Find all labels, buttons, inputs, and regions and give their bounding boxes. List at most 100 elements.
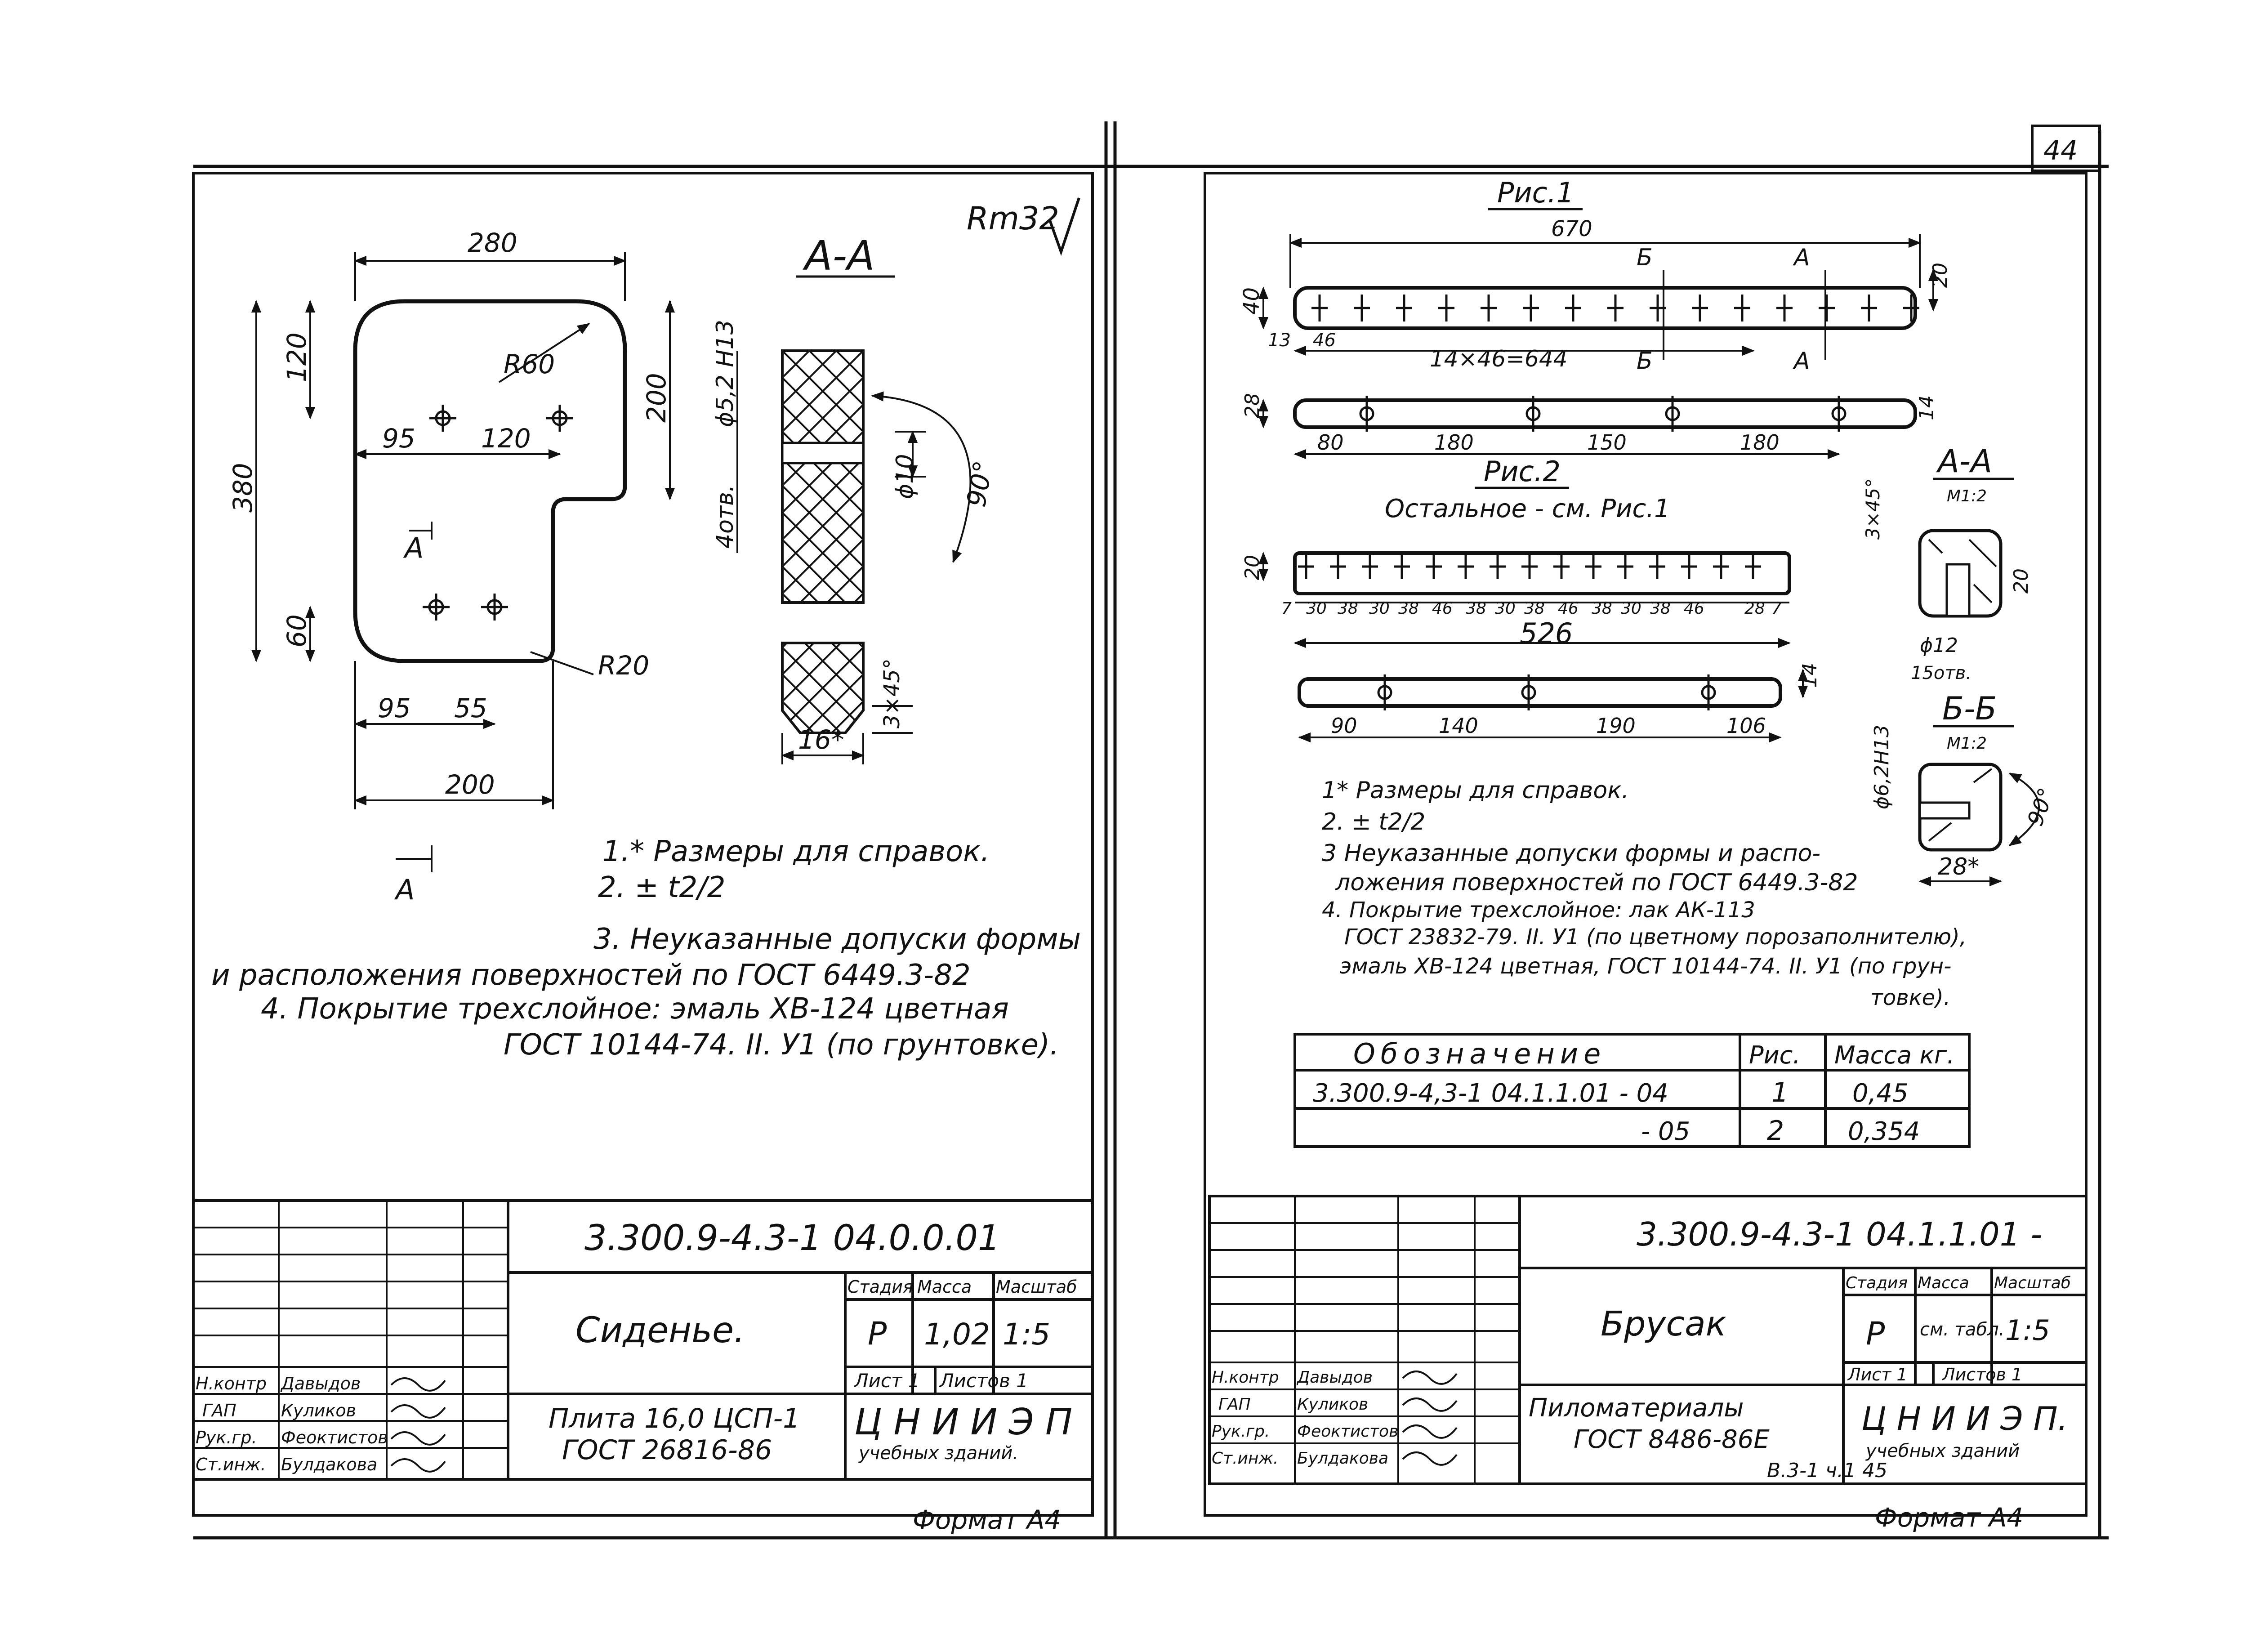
svg-text:Ст.инж.: Ст.инж. (196, 1455, 266, 1474)
outer-frame (193, 121, 2109, 1540)
svg-text:28: 28 (1744, 599, 1765, 618)
svg-text:ϕ5,2 H13: ϕ5,2 H13 (712, 320, 739, 427)
right-staff: Н.контр Давыдов ГАП Куликов Рук.гр. Феок… (1212, 1368, 1398, 1468)
svg-text:R20: R20 (598, 650, 649, 681)
svg-text:38: 38 (1466, 599, 1486, 618)
svg-text:Б: Б (1637, 348, 1653, 375)
svg-text:Плита 16,0 ЦСП-1: Плита 16,0 ЦСП-1 (549, 1403, 800, 1434)
svg-text:1: 1 (1771, 1077, 1789, 1108)
fig1-dimension-lines (1258, 234, 1939, 460)
fig1-hole-marks (1311, 295, 1919, 321)
svg-text:Рис.1: Рис.1 (1497, 176, 1574, 209)
svg-text:Лист 1: Лист 1 (1847, 1365, 1908, 1384)
svg-text:14: 14 (1915, 395, 1938, 420)
svg-text:Масса: Масса (917, 1277, 972, 1297)
figure-1: Рис.1 670 40 20 (1239, 176, 1952, 460)
svg-text:Стадия: Стадия (1846, 1274, 1908, 1292)
svg-text:20: 20 (1929, 263, 1952, 288)
svg-text:200: 200 (641, 373, 672, 423)
svg-text:см. табл.: см. табл. (1920, 1319, 2004, 1340)
svg-text:4отв.: 4отв. (712, 485, 739, 549)
left-notes: 1.* Размеры для справок. 2. ± t2/2 3. Не… (211, 835, 1081, 1062)
designation-table: Обозначение Рис. Масса кг. 3.300.9-4,3-1… (1293, 1033, 1971, 1148)
svg-text:2: 2 (1767, 1115, 1784, 1147)
svg-text:2. ± t2/2: 2. ± t2/2 (598, 871, 725, 904)
right-notes: 1* Размеры для справок. 2. ± t2/2 3 Неук… (1322, 777, 1967, 1010)
svg-text:120: 120 (281, 332, 312, 382)
svg-text:товке).: товке). (1870, 985, 1950, 1010)
section-body-upper (781, 349, 865, 604)
plate-dimension-lines (251, 252, 675, 872)
svg-text:Куликов: Куликов (1297, 1395, 1368, 1414)
svg-text:Давыдов: Давыдов (1296, 1368, 1373, 1387)
svg-text:180: 180 (1434, 430, 1474, 455)
svg-text:Листов 1: Листов 1 (1941, 1365, 2022, 1384)
page-number: 44 (2043, 135, 2078, 166)
svg-text:Лист 1: Лист 1 (853, 1370, 920, 1392)
svg-text:Н.контр: Н.контр (1212, 1368, 1279, 1387)
svg-text:200: 200 (445, 769, 495, 800)
fig1-side-holes (1359, 396, 1847, 432)
svg-text:1.* Размеры для справок.: 1.* Размеры для справок. (602, 835, 990, 868)
svg-text:Листов 1: Листов 1 (939, 1370, 1028, 1392)
svg-text:учебных зданий.: учебных зданий. (858, 1443, 1018, 1464)
right-format: Формат А4 (1875, 1502, 2023, 1533)
svg-text:- 05: - 05 (1641, 1117, 1690, 1146)
fig2-bar-plan (1293, 551, 1791, 595)
svg-text:7: 7 (1281, 599, 1292, 618)
svg-text:Ц Н И И Э П.: Ц Н И И Э П. (1861, 1400, 2068, 1438)
svg-text:55: 55 (454, 693, 487, 723)
fig2-dimension-lines (1258, 552, 1808, 743)
svg-text:Феоктистов: Феоктистов (281, 1428, 388, 1447)
svg-text:0,354: 0,354 (1848, 1117, 1920, 1146)
svg-text:46: 46 (1432, 599, 1453, 618)
svg-text:ложения поверхностей по ГОСТ 6: ложения поверхностей по ГОСТ 6449.3-82 (1335, 869, 1858, 896)
plate-holes (423, 405, 573, 621)
svg-text:3 Неуказанные допуски формы и: 3 Неуказанные допуски формы и распо- (1322, 840, 1820, 867)
svg-text:60: 60 (281, 614, 312, 647)
section-body-lower (781, 642, 865, 734)
right-title-block: 3.300.9-4.3-1 04.1.1.01 - Брусак Пиломат… (1208, 1195, 2087, 1485)
svg-text:ГОСТ 8486-86Е: ГОСТ 8486-86Е (1574, 1425, 1770, 1454)
plate-dimension-texts: 280 380 120 60 200 95 120 95 55 200 R60 … (227, 228, 672, 906)
figure-2: Рис.2 Остальное - см. Рис.1 20 526 14 (1241, 455, 1821, 743)
svg-text:7: 7 (1771, 599, 1782, 618)
svg-text:180: 180 (1740, 430, 1780, 455)
svg-text:Масса кг.: Масса кг. (1834, 1041, 1954, 1069)
svg-text:Обозначение: Обозначение (1353, 1037, 1606, 1070)
svg-text:1:5: 1:5 (2005, 1314, 2050, 1347)
left-stamp-grid (193, 1201, 508, 1479)
svg-text:20: 20 (1241, 555, 1264, 580)
left-designation: 3.300.9-4.3-1 04.0.0.01 (584, 1218, 1000, 1259)
svg-text:ГАП: ГАП (202, 1401, 236, 1420)
svg-text:эмаль ХВ-124 цветная, ГОСТ 101: эмаль ХВ-124 цветная, ГОСТ 10144-74. II.… (1340, 954, 1951, 979)
svg-text:А: А (394, 873, 415, 906)
svg-text:Остальное - см. Рис.1: Остальное - см. Рис.1 (1385, 494, 1670, 523)
svg-text:16*: 16* (798, 724, 844, 755)
svg-text:ϕ12: ϕ12 (1920, 634, 1958, 657)
svg-text:ϕ6,2H13: ϕ6,2H13 (1870, 725, 1893, 809)
svg-text:38: 38 (1592, 599, 1612, 618)
svg-text:140: 140 (1439, 714, 1478, 738)
svg-text:Б-Б: Б-Б (1942, 690, 1997, 727)
svg-text:ГОСТ 23832-79. II. У1 (по цвет: ГОСТ 23832-79. II. У1 (по цветному пороз… (1344, 924, 1967, 950)
svg-text:28*: 28* (1938, 853, 1979, 880)
svg-text:380: 380 (227, 463, 258, 513)
svg-text:Рук.гр.: Рук.гр. (196, 1428, 257, 1447)
svg-text:1* Размеры для справок.: 1* Размеры для справок. (1322, 777, 1629, 804)
svg-text:учебных зданий: учебных зданий (1865, 1441, 2020, 1461)
svg-text:3×45°: 3×45° (879, 658, 905, 728)
svg-text:ГАП: ГАП (1218, 1395, 1251, 1414)
svg-text:Б: Б (1637, 244, 1653, 271)
svg-text:3. Неуказанные допуски формы: 3. Неуказанные допуски формы (593, 923, 1081, 956)
svg-text:38: 38 (1524, 599, 1545, 618)
svg-text:ГОСТ 10144-74. II. У1 (по грун: ГОСТ 10144-74. II. У1 (по грунтовке). (504, 1028, 1059, 1062)
svg-text:Куликов: Куликов (281, 1401, 356, 1420)
svg-text:15отв.: 15отв. (1911, 663, 1971, 683)
svg-text:3×45°: 3×45° (1862, 478, 1884, 540)
left-sheet: Rm32 280 380 (192, 172, 1094, 1535)
svg-text:Давыдов: Давыдов (280, 1374, 361, 1393)
svg-text:90°: 90° (961, 458, 999, 509)
svg-text:Ст.инж.: Ст.инж. (1212, 1449, 1278, 1468)
svg-text:30: 30 (1495, 599, 1516, 618)
